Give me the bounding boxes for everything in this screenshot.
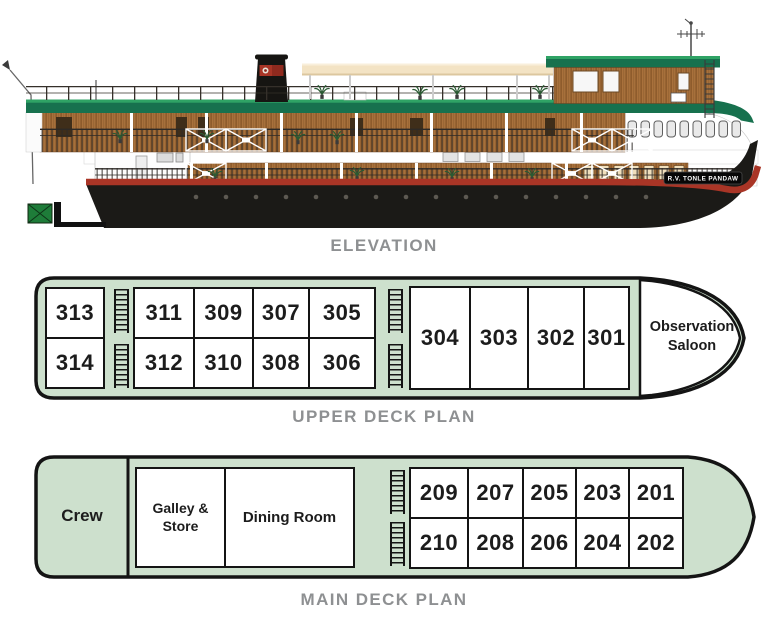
cabin: 308	[252, 337, 310, 389]
rudder-propeller	[27, 202, 106, 227]
observation-saloon-area	[638, 278, 742, 398]
ship-elevation-illustration: R.V. TONLE PANDAW	[2, 18, 762, 228]
mast-antenna	[677, 18, 705, 56]
cabin: 305	[308, 287, 376, 339]
hull	[86, 140, 758, 228]
elevation-label: ELEVATION	[330, 236, 438, 255]
wheelhouse-ladder	[704, 60, 715, 118]
portholes	[193, 194, 649, 200]
cabin: 210	[409, 517, 469, 569]
cabin: 208	[467, 517, 524, 569]
cabin: 209	[409, 467, 469, 519]
ship-nameplate: R.V. TONLE PANDAW	[663, 171, 743, 185]
stairs-icon	[390, 522, 405, 566]
crew-area-label: Crew	[61, 506, 103, 525]
galley-store-label: Galley & Store	[152, 500, 209, 534]
ship-name-text: R.V. TONLE PANDAW	[668, 176, 739, 183]
cabin: 207	[467, 467, 524, 519]
cabin: 205	[522, 467, 577, 519]
cabin: 312	[133, 337, 195, 389]
dining-room: Dining Room	[224, 467, 355, 568]
cabin: 314	[45, 337, 105, 389]
cabin: 307	[252, 287, 310, 339]
cabin: 313	[45, 287, 105, 339]
waterline-stripe	[86, 165, 762, 194]
stairs-icon	[390, 470, 405, 514]
stairs-icon	[388, 289, 403, 333]
upper-deck-label: UPPER DECK PLAN	[292, 407, 476, 426]
cabin: 204	[575, 517, 630, 569]
bow-lounge-windows	[627, 120, 741, 138]
cabin: 309	[193, 287, 254, 339]
cabin: 202	[628, 517, 684, 569]
cabin: 311	[133, 287, 195, 339]
main-deck-label: MAIN DECK PLAN	[300, 590, 468, 609]
stairs-icon	[114, 289, 129, 333]
galley-store-room: Galley & Store	[135, 467, 226, 568]
wheelhouse	[546, 56, 720, 118]
cabin: 301	[583, 286, 630, 390]
stairs-icon	[388, 344, 403, 388]
sun-canopy	[302, 63, 553, 76]
cabin: 306	[308, 337, 376, 389]
cabin: 310	[193, 337, 254, 389]
cabin: 302	[527, 286, 585, 390]
cabin: 303	[469, 286, 529, 390]
cabin: 203	[575, 467, 630, 519]
stairs-icon	[114, 344, 129, 388]
fascia-windows	[442, 152, 525, 162]
canopy-posts	[309, 75, 550, 99]
cabin: 304	[409, 286, 471, 390]
cabin: 201	[628, 467, 684, 519]
cabin: 206	[522, 517, 577, 569]
observation-saloon-label: Observation Saloon	[649, 319, 735, 354]
